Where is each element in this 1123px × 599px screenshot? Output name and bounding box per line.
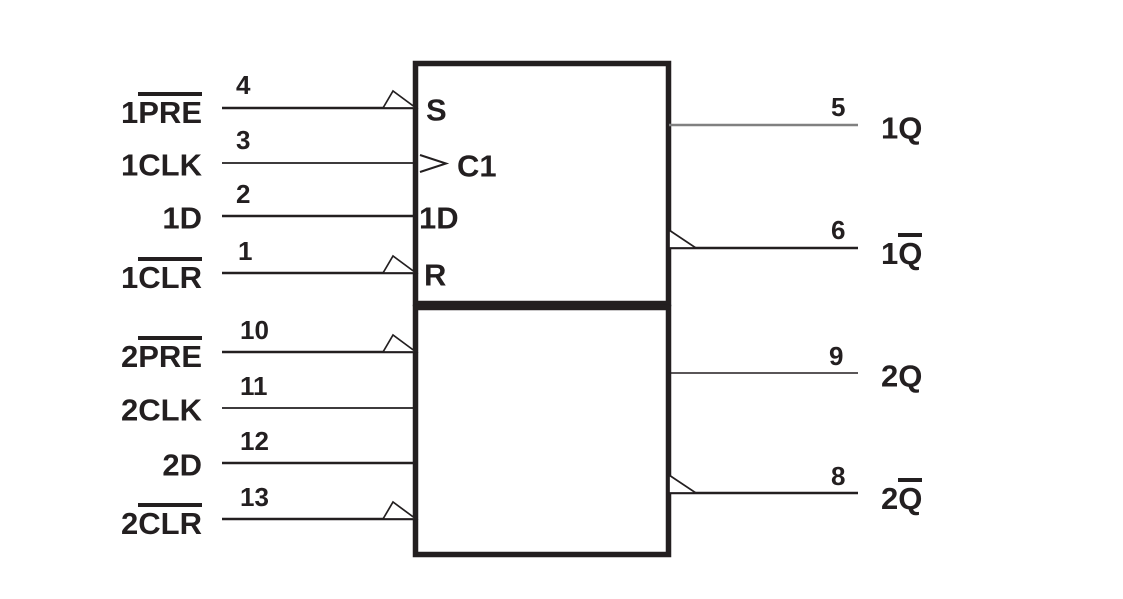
label-overbar-part: Q [898, 233, 923, 269]
pin-number-10: 10 [240, 315, 269, 345]
pin-number-2: 2 [236, 179, 251, 209]
active-low-indicator-pin10-icon [381, 333, 419, 353]
internal-label-reset: R [424, 257, 447, 293]
dynamic-clock-input-indicator-icon [419, 154, 450, 173]
pin-number-6: 6 [831, 215, 846, 245]
input-label-1d: 1D [52, 203, 202, 234]
input-label-2clk: 2CLK [52, 395, 202, 426]
pin-number-4: 4 [236, 70, 251, 100]
label-plain-part: 2 [881, 481, 899, 516]
pin-number-13: 13 [240, 482, 269, 512]
label-plain-part: 2Q [881, 358, 923, 394]
label-plain-part: 1 [121, 95, 139, 130]
label-overbar-part: PRE [138, 336, 202, 372]
label-plain-part: 2D [162, 447, 202, 483]
pin-number-8: 8 [831, 461, 846, 491]
pin-number-5: 5 [831, 92, 846, 122]
output-label-2q: 2Q [881, 361, 922, 392]
label-plain-part: 1 [881, 236, 899, 271]
output-label-2q-bar: 2Q [881, 478, 923, 516]
pin-number-12: 12 [240, 426, 269, 456]
pin-number-3: 3 [236, 125, 251, 155]
input-label-1clk: 1CLK [52, 150, 202, 181]
label-plain-part: 2 [121, 506, 139, 541]
output-label-1q-bar: 1Q [881, 233, 923, 271]
active-low-indicator-pin4-icon [381, 89, 419, 109]
internal-label-clock: C1 [457, 148, 497, 184]
internal-label-data: 1D [419, 200, 459, 236]
active-low-indicator-pin8-icon [668, 473, 699, 494]
pin-number-9: 9 [829, 341, 844, 371]
flip-flop-2-box [412, 304, 672, 558]
internal-label-set: S [426, 92, 447, 128]
label-plain-part: 1CLK [121, 147, 202, 183]
active-low-indicator-pin13-icon [381, 500, 419, 520]
label-overbar-part: CLR [138, 257, 202, 293]
input-label-2pre: 2PRE [52, 336, 202, 372]
input-label-1pre: 1PRE [52, 92, 202, 128]
flip-flop-1-box [412, 60, 672, 307]
output-label-1q: 1Q [881, 113, 922, 144]
label-plain-part: 1 [121, 260, 139, 295]
label-plain-part: 2CLK [121, 392, 202, 428]
pin-number-1: 1 [238, 236, 253, 266]
label-overbar-part: Q [898, 478, 923, 514]
label-overbar-part: CLR [138, 503, 202, 539]
label-plain-part: 1Q [881, 110, 923, 146]
pin-number-11: 11 [240, 371, 268, 401]
label-plain-part: 2 [121, 339, 139, 374]
input-label-1clr: 1CLR [52, 257, 202, 293]
input-label-2d: 2D [52, 450, 202, 481]
input-label-2clr: 2CLR [52, 503, 202, 539]
active-low-indicator-pin6-icon [668, 228, 699, 249]
active-low-indicator-pin1-icon [381, 254, 419, 274]
label-overbar-part: PRE [138, 92, 202, 128]
label-plain-part: 1D [162, 200, 202, 236]
